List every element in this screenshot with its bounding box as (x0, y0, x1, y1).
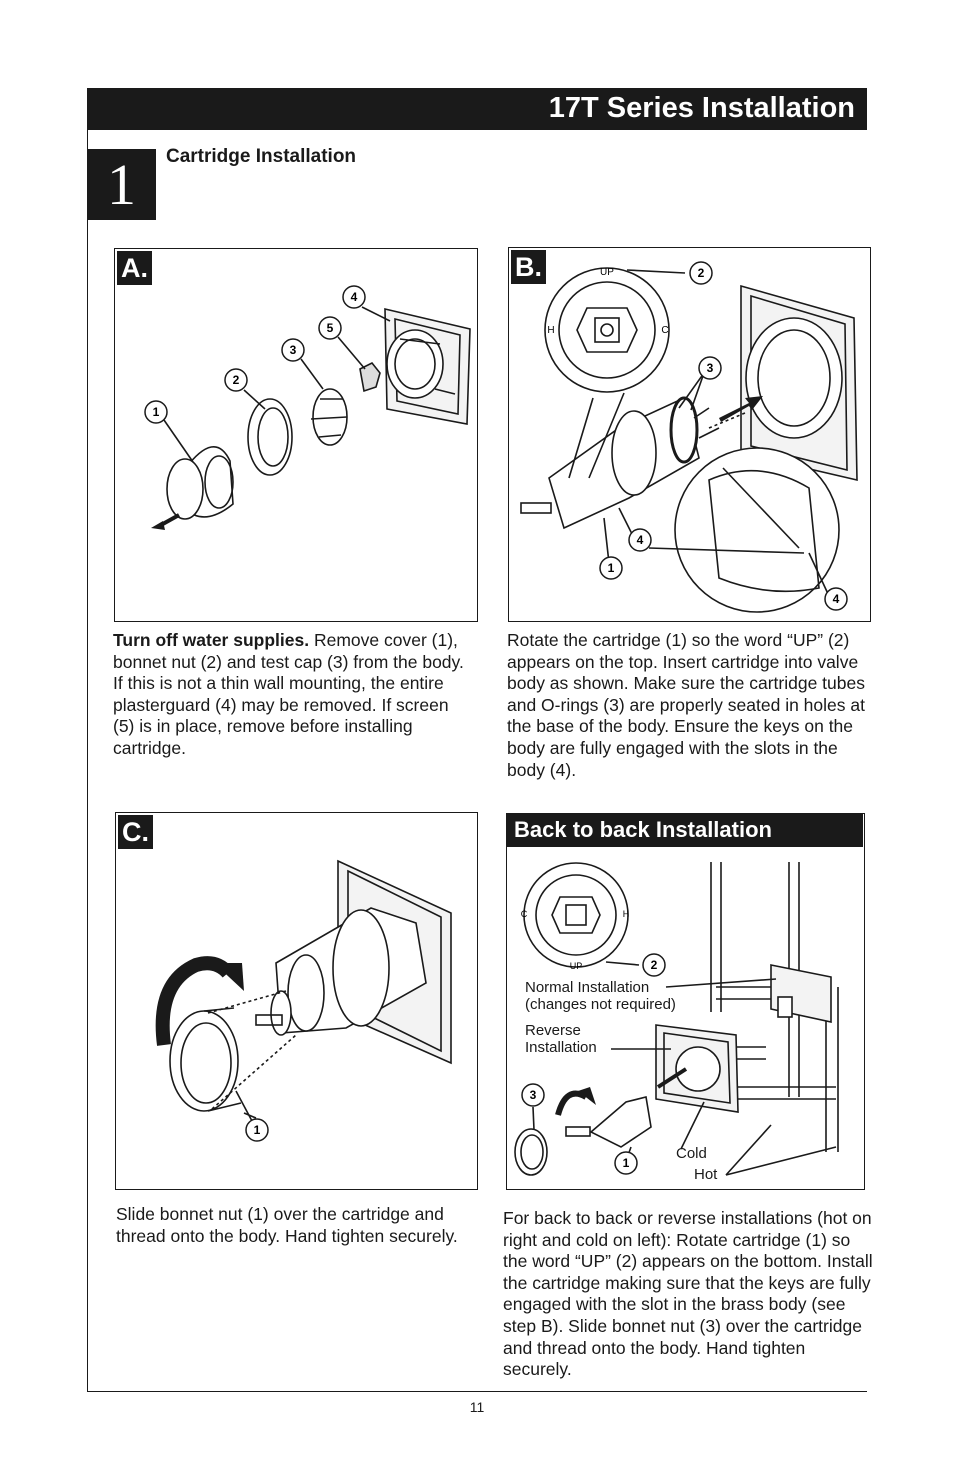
callout-3: 3 (530, 1088, 537, 1102)
bottom-rule (87, 1391, 867, 1392)
callout-1: 1 (623, 1156, 630, 1170)
normal-line-2: (changes not required) (525, 996, 676, 1013)
back-to-back-header: Back to back Installation (506, 813, 863, 847)
callout-1: 1 (608, 561, 615, 575)
panel-b-caption: Rotate the cartridge (1) so the word “UP… (507, 630, 865, 780)
panel-c-illustration: 1 (155, 859, 452, 1142)
callout-1: 1 (153, 405, 160, 419)
callout-3: 3 (290, 343, 297, 357)
page-number: 11 (469, 1399, 485, 1415)
callout-2: 2 (698, 266, 705, 280)
normal-installation-label: Normal Installation (changes not require… (525, 979, 676, 1013)
page-title-bar: 17T Series Installation (87, 88, 867, 130)
dial-h-label: H (623, 909, 630, 919)
caption-bold: Turn off water supplies. (113, 630, 310, 650)
panel-a: A. (114, 248, 478, 622)
callout-5: 5 (327, 321, 334, 335)
callout-2: 2 (233, 373, 240, 387)
cold-label: Cold (676, 1145, 707, 1162)
page-title: 17T Series Installation (548, 92, 855, 124)
panel-c: C. 1 (115, 812, 478, 1190)
dial-c-label: C (521, 909, 528, 919)
step-number: 1 (87, 149, 156, 220)
hot-label: Hot (694, 1166, 718, 1183)
panel-b-tag: B. (511, 250, 546, 284)
reverse-line-1: Reverse (525, 1022, 581, 1039)
panel-c-caption: Slide bonnet nut (1) over the cartridge … (116, 1204, 458, 1246)
dial-c-label: C (661, 325, 668, 336)
dial-up-label: UP (600, 267, 614, 278)
caption-text: Remove cover (1), bonnet nut (2) and tes… (113, 630, 464, 758)
panel-d-caption: For back to back or reverse installation… (503, 1208, 873, 1380)
callout-4: 4 (351, 290, 358, 304)
panel-a-caption: Turn off water supplies. Remove cover (1… (113, 630, 468, 760)
panel-c-tag: C. (118, 815, 153, 849)
panel-b-illustration: UP H C 1 2 3 4 4 (520, 261, 858, 613)
step-title: Cartridge Installation (166, 146, 357, 167)
callout-4: 4 (637, 533, 644, 547)
callout-1: 1 (254, 1123, 261, 1137)
dial-h-label: H (547, 325, 554, 336)
reverse-line-2: Installation (525, 1039, 597, 1056)
normal-line-1: Normal Installation (525, 979, 650, 996)
reverse-installation-label: Reverse Installation (525, 1022, 597, 1056)
dial-up-label: UP (570, 961, 583, 971)
callout-3: 3 (707, 361, 714, 375)
callout-2: 2 (651, 958, 658, 972)
callout-4-zoom: 4 (833, 592, 840, 606)
panel-d-illustration: C H UP 2 3 1 (514, 862, 839, 1176)
panel-b: B. (508, 247, 871, 622)
panel-a-tag: A. (117, 251, 152, 285)
left-rule (87, 130, 88, 1392)
panel-a-illustration: 1 2 3 5 4 (144, 285, 471, 530)
